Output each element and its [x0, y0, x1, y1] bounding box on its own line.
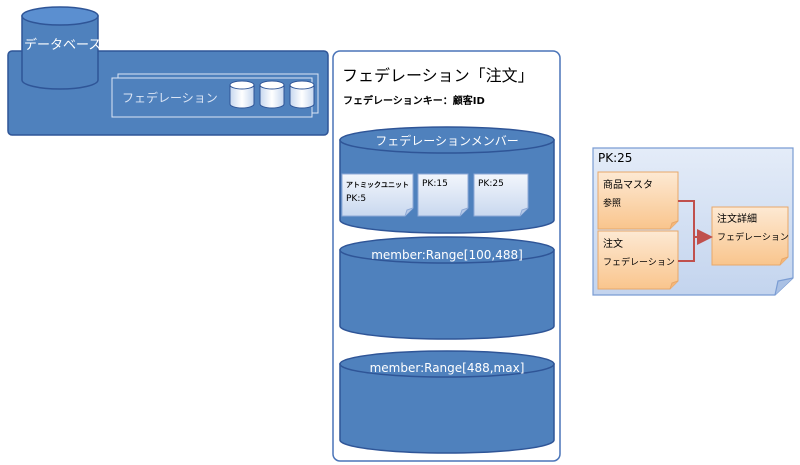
database-cylinder-icon: [21, 6, 99, 90]
pk-note: PK:25: [473, 173, 529, 217]
atomic-unit-pk: PK:5: [346, 194, 366, 204]
pk-note: PK:15: [417, 173, 469, 217]
federation-label: フェデレーション: [122, 90, 218, 105]
order-title: 注文: [603, 237, 623, 250]
pk-detail-title: PK:25: [598, 151, 632, 165]
federation-members-title: フェデレーションメンバー: [375, 133, 518, 148]
order-detail-title: 注文詳細: [717, 212, 757, 225]
pk-note-label: PK:25: [478, 179, 504, 189]
range-member-cylinder: [339, 236, 555, 340]
order-subtitle: フェデレーション: [603, 256, 675, 268]
range-member-label: member:Range[100,488]: [371, 248, 523, 262]
pk-note-label: PK:15: [422, 179, 448, 189]
database-label: データベース: [24, 37, 101, 53]
mini-database-icon: [259, 80, 285, 109]
range-member-cylinder: [339, 350, 555, 454]
pk-detail-panel: PK:25 商品マスタ 参照 注文 フェデレーション 注文詳細 フェデレーション: [592, 147, 794, 296]
federation-panel: フェデレーション「注文」 フェデレーションキー：顧客ID フェデレーションメンバ…: [332, 50, 561, 462]
federation-key-label: フェデレーションキー：顧客ID: [343, 94, 485, 107]
database-block: データベース フェデレーション: [7, 6, 329, 136]
reference-arrow: [678, 200, 713, 262]
order-detail-subtitle: フェデレーション: [717, 231, 789, 243]
product-master-title: 商品マスタ: [603, 178, 653, 191]
order-detail-note: 注文詳細 フェデレーション: [711, 206, 789, 266]
mini-database-icon: [229, 80, 255, 109]
atomic-unit-note: アトミックユニット PK:5: [341, 173, 414, 217]
atomic-unit-label: アトミックユニット: [346, 180, 409, 189]
mini-database-icon: [289, 80, 315, 109]
product-master-subtitle: 参照: [603, 197, 621, 209]
range-member-label: member:Range[488,max]: [370, 361, 525, 375]
order-note: 注文 フェデレーション: [597, 230, 679, 290]
product-master-note: 商品マスタ 参照: [597, 171, 679, 230]
federation-title: フェデレーション「注文」: [342, 66, 534, 85]
